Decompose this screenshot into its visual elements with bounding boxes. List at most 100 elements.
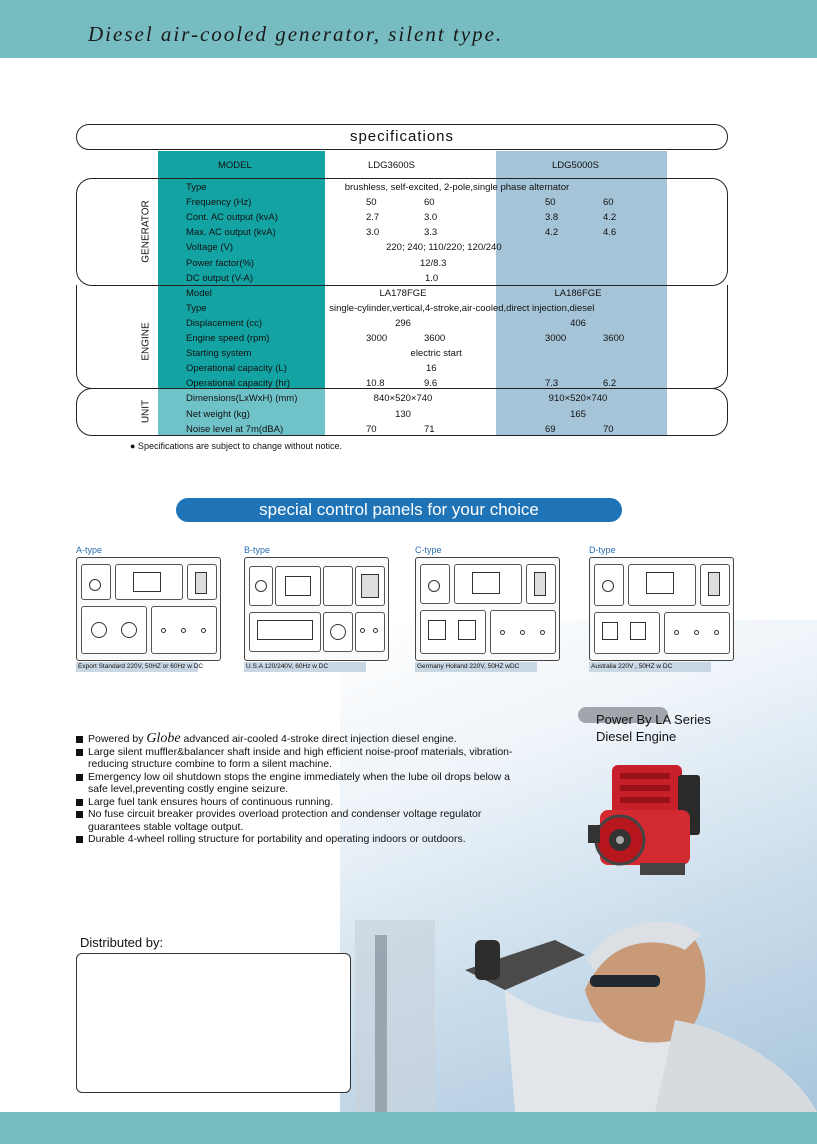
panel-caption: U.S.A 120/240V, 60Hz w DC <box>244 662 366 672</box>
page-title: Diesel air-cooled generator, silent type… <box>88 22 504 46</box>
spec-row-label: Max. AC output (kvA) <box>186 227 276 238</box>
panel-type-label: C-type <box>415 545 442 555</box>
panel-caption: Germany Holland 220V, 50HZ wDC <box>415 662 537 672</box>
feature-item: Large fuel tank ensures hours of continu… <box>76 796 516 809</box>
spec-row-label: Type <box>186 303 207 314</box>
panel-b-type: B-type U.S.A 120/240V, 60Hz w DC <box>244 545 389 672</box>
spec-value-span: 16 <box>425 363 437 374</box>
spec-value-a1: 70 <box>366 424 377 435</box>
spec-value-a1: 10.8 <box>366 378 385 389</box>
spec-value-a2: 3600 <box>424 333 446 344</box>
panel-c-type: C-type Germany Holland 220V, 50HZ wDC <box>415 545 560 672</box>
spec-row-label: Frequency (Hz) <box>186 197 252 208</box>
spec-row-label: Starting system <box>186 348 252 359</box>
panel-diagram <box>244 557 389 661</box>
feature-item: Powered by Globe advanced air-cooled 4-s… <box>76 731 516 746</box>
feature-item: Large silent muffler&balancer shaft insi… <box>76 746 516 771</box>
spec-value-a2: 71 <box>424 424 435 435</box>
spec-note: ● Specifications are subject to change w… <box>130 441 343 451</box>
spec-value-b1: 3.8 <box>545 212 559 223</box>
la-series-line2: Diesel Engine <box>596 729 677 744</box>
spec-value-a2: 9.6 <box>424 378 438 389</box>
spec-value-b1: 4.2 <box>545 227 559 238</box>
powered-by-rest: advanced air-cooled 4-stroke direct inje… <box>183 733 457 745</box>
distributed-by-label: Distributed by: <box>80 935 164 950</box>
specifications-heading-text: specifications <box>349 128 455 145</box>
spec-row-label: Model <box>186 288 212 299</box>
spec-value-a: LA178FGE <box>379 288 427 299</box>
ldg3600s-column-bg <box>158 151 325 388</box>
spec-value-a1: 3000 <box>366 333 388 344</box>
spec-value-a1: 50 <box>366 197 377 208</box>
spec-value-b: 910×520×740 <box>548 393 608 404</box>
feature-item: Durable 4-wheel rolling structure for po… <box>76 833 516 846</box>
spec-value-b2: 60 <box>603 197 614 208</box>
spec-row-label: Voltage (V) <box>186 242 233 253</box>
panel-a-type: A-type Export Standard 220V, 50HZ or 60H… <box>76 545 221 672</box>
spec-value-b: 165 <box>570 409 586 420</box>
spec-row-label: Operational capacity (L) <box>186 363 287 374</box>
feature-item: No fuse circuit breaker provides overloa… <box>76 808 516 833</box>
spec-value-a1: 2.7 <box>366 212 380 223</box>
ldg3600s-unit-column-bg <box>158 388 325 436</box>
card-pill-shadow <box>578 707 668 723</box>
globe-logo: Globe <box>146 731 181 746</box>
worker-drilling-image <box>355 920 817 1112</box>
spec-row-label: Cont. AC output (kvA) <box>186 212 278 223</box>
la-series-line1: Power By LA Series <box>596 712 711 727</box>
spec-row-label: DC output (V-A) <box>186 273 254 284</box>
feature-list: Powered by Globe advanced air-cooled 4-s… <box>76 731 516 846</box>
spec-value-b2: 4.6 <box>603 227 617 238</box>
spec-row-label: Displacement (cc) <box>186 318 263 329</box>
header-ldg3600s: LDG3600S <box>368 160 416 171</box>
powered-by-text: Powered by <box>88 733 144 745</box>
spec-value-b1: 50 <box>545 197 556 208</box>
spec-value-b1: 3000 <box>545 333 567 344</box>
panel-diagram <box>589 557 734 661</box>
spec-value-b1: 69 <box>545 424 556 435</box>
group-label-engine: ENGINE <box>140 322 152 361</box>
panel-caption: Export Standard 220V, 50HZ or 60Hz w DC <box>76 662 204 672</box>
spec-row-label: Dimensions(LxWxH) (mm) <box>186 393 298 404</box>
spec-value-b1: 7.3 <box>545 378 559 389</box>
spec-value-a2: 3.3 <box>424 227 438 238</box>
header-model: MODEL <box>218 160 252 171</box>
spec-value-b2: 70 <box>603 424 614 435</box>
group-label-generator: GENERATOR <box>140 200 152 263</box>
feature-item: Emergency low oil shutdown stops the eng… <box>76 771 516 796</box>
spec-value-span: single-cylinder,vertical,4-stroke,air-co… <box>329 303 595 314</box>
panel-type-label: A-type <box>76 545 103 555</box>
spec-value-b2: 6.2 <box>603 378 617 389</box>
la-series-text: Power By LA Series Diesel Engine <box>596 711 711 745</box>
panel-diagram <box>415 557 560 661</box>
unit-group-box <box>76 388 728 436</box>
header-ldg5000s: LDG5000S <box>552 160 600 171</box>
spec-row-label: Power factor(%) <box>186 258 255 269</box>
diesel-engine-image <box>588 765 700 875</box>
spec-value-span: electric start <box>410 348 462 359</box>
spec-value-a: 840×520×740 <box>373 393 433 404</box>
spec-row-label: Type <box>186 182 207 193</box>
spec-value-a: 296 <box>395 318 411 329</box>
spec-value-b2: 3600 <box>603 333 625 344</box>
panel-caption: Australia 220V , 50HZ w DC <box>589 662 711 672</box>
panel-type-label: B-type <box>244 545 271 555</box>
spec-row-label: Net weight (kg) <box>186 409 250 420</box>
spec-value-span: brushless, self-excited, 2-pole,single p… <box>344 182 570 193</box>
header-band: Diesel air-cooled generator, silent type… <box>0 0 817 58</box>
spec-value-a1: 3.0 <box>366 227 380 238</box>
spec-value-b2: 4.2 <box>603 212 617 223</box>
spec-value-span: 12/8.3 <box>419 258 447 269</box>
footer-band <box>0 1112 817 1144</box>
panel-diagram <box>76 557 221 661</box>
spec-row-label: Engine speed (rpm) <box>186 333 270 344</box>
spec-value-b: 406 <box>570 318 586 329</box>
la-series-card: Power By LA Series Diesel Engine <box>578 707 728 749</box>
panel-d-type: D-type Australia 220V , 50HZ w DC <box>589 545 734 672</box>
specifications-heading: specifications <box>76 124 728 150</box>
spec-value-a2: 60 <box>424 197 435 208</box>
spec-value-b: LA186FGE <box>554 288 602 299</box>
spec-value-span: 220; 240; 110/220; 120/240 <box>386 242 502 253</box>
spec-value-span: 1.0 <box>424 273 439 284</box>
generator-group-box <box>76 178 728 286</box>
